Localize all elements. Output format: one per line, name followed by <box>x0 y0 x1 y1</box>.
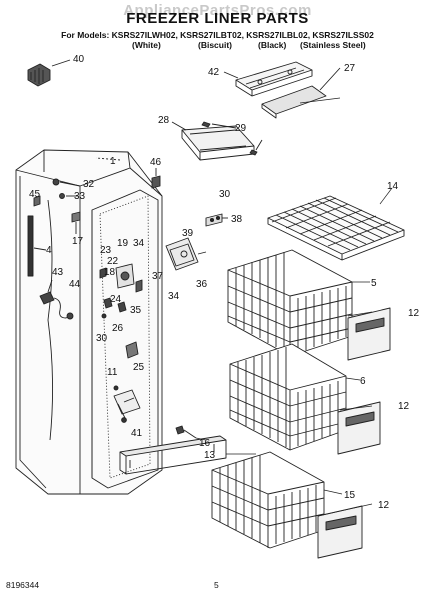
callout-5: 5 <box>371 278 377 289</box>
callout-30-upper: 30 <box>219 189 231 200</box>
page-letter: 5 <box>214 580 219 590</box>
callout-34-upper: 34 <box>133 238 145 249</box>
callout-18: 18 <box>104 267 116 278</box>
callout-labels: 40 42 27 28 29 1 32 33 45 46 30 38 14 17… <box>29 54 420 511</box>
callout-12-upper: 12 <box>408 308 420 319</box>
part-27-pad <box>261 67 341 119</box>
part-25-clip <box>125 341 139 359</box>
callout-27: 27 <box>344 63 356 74</box>
callout-45: 45 <box>29 189 41 200</box>
part-17-clip <box>71 211 81 234</box>
callout-19: 19 <box>117 238 129 249</box>
control-fittings <box>99 263 143 319</box>
callout-22: 22 <box>107 256 119 267</box>
part-39-damper <box>165 237 207 271</box>
callout-26: 26 <box>112 323 124 334</box>
callout-14: 14 <box>387 181 399 192</box>
part-42-bracket <box>223 61 313 97</box>
callout-35: 35 <box>130 305 142 316</box>
part-12-drawer-front-middle <box>337 401 381 455</box>
callout-41: 41 <box>131 428 143 439</box>
callout-38: 38 <box>231 214 243 225</box>
part-15-wire-basket <box>211 451 325 549</box>
callout-12-lower: 12 <box>378 500 390 511</box>
watermark: AppliancePartsPros.com <box>123 2 312 19</box>
callout-11: 11 <box>107 367 118 378</box>
part-14-wire-shelf <box>267 195 405 261</box>
callout-39: 39 <box>182 228 194 239</box>
callout-37: 37 <box>152 271 164 282</box>
callout-25: 25 <box>133 362 145 373</box>
part-4-strip <box>27 215 47 277</box>
inner-side-panel <box>91 189 159 489</box>
part-6-wire-basket <box>229 343 347 451</box>
callout-32: 32 <box>83 179 95 190</box>
callout-29: 29 <box>235 123 247 134</box>
callout-17: 17 <box>72 236 84 247</box>
part-12-drawer-front-lower <box>317 505 363 559</box>
callout-46: 46 <box>150 157 162 168</box>
page-title: FREEZER LINER PARTS <box>126 10 309 27</box>
part-46-clip <box>151 168 161 189</box>
part-43-44-thermostat <box>39 279 74 320</box>
finish-stainless-steel: (Stainless Steel) <box>300 40 366 50</box>
callout-6: 6 <box>360 376 366 387</box>
callout-40: 40 <box>73 54 85 65</box>
finish-white: (White) <box>132 40 161 50</box>
document-number: 8196344 <box>6 580 40 590</box>
model-list: For Models: KSRS27ILWH02, KSRS27ILBT02, … <box>61 30 374 40</box>
callout-30-lower: 30 <box>96 333 108 344</box>
part-30-38-fasteners <box>205 213 228 227</box>
callout-13: 13 <box>204 450 216 461</box>
callout-16: 16 <box>199 438 211 449</box>
finish-biscuit: (Biscuit) <box>198 40 232 50</box>
callout-33: 33 <box>74 191 86 202</box>
part-29-screws <box>201 121 263 156</box>
part-11-41-brackets <box>113 385 141 423</box>
part-13-rail <box>119 435 227 475</box>
callout-15: 15 <box>344 490 356 501</box>
callout-42: 42 <box>208 67 220 78</box>
callout-43: 43 <box>52 267 64 278</box>
leader-lines <box>195 97 393 517</box>
callout-1: 1 <box>110 156 116 167</box>
callout-12-middle: 12 <box>398 401 410 412</box>
part-32-33-45-fittings <box>33 178 81 207</box>
callout-4: 4 <box>46 245 52 256</box>
callout-36: 36 <box>196 279 208 290</box>
callout-34-lower: 34 <box>168 291 180 302</box>
part-16-screw <box>175 425 197 439</box>
part-12-drawer-front-upper <box>347 307 391 361</box>
callout-28: 28 <box>158 115 170 126</box>
finish-black: (Black) <box>258 40 287 50</box>
part-5-wire-basket <box>227 249 353 357</box>
callout-23: 23 <box>100 245 112 256</box>
part-40-clip <box>27 59 71 87</box>
callout-44: 44 <box>69 279 81 290</box>
callout-24: 24 <box>110 294 122 305</box>
